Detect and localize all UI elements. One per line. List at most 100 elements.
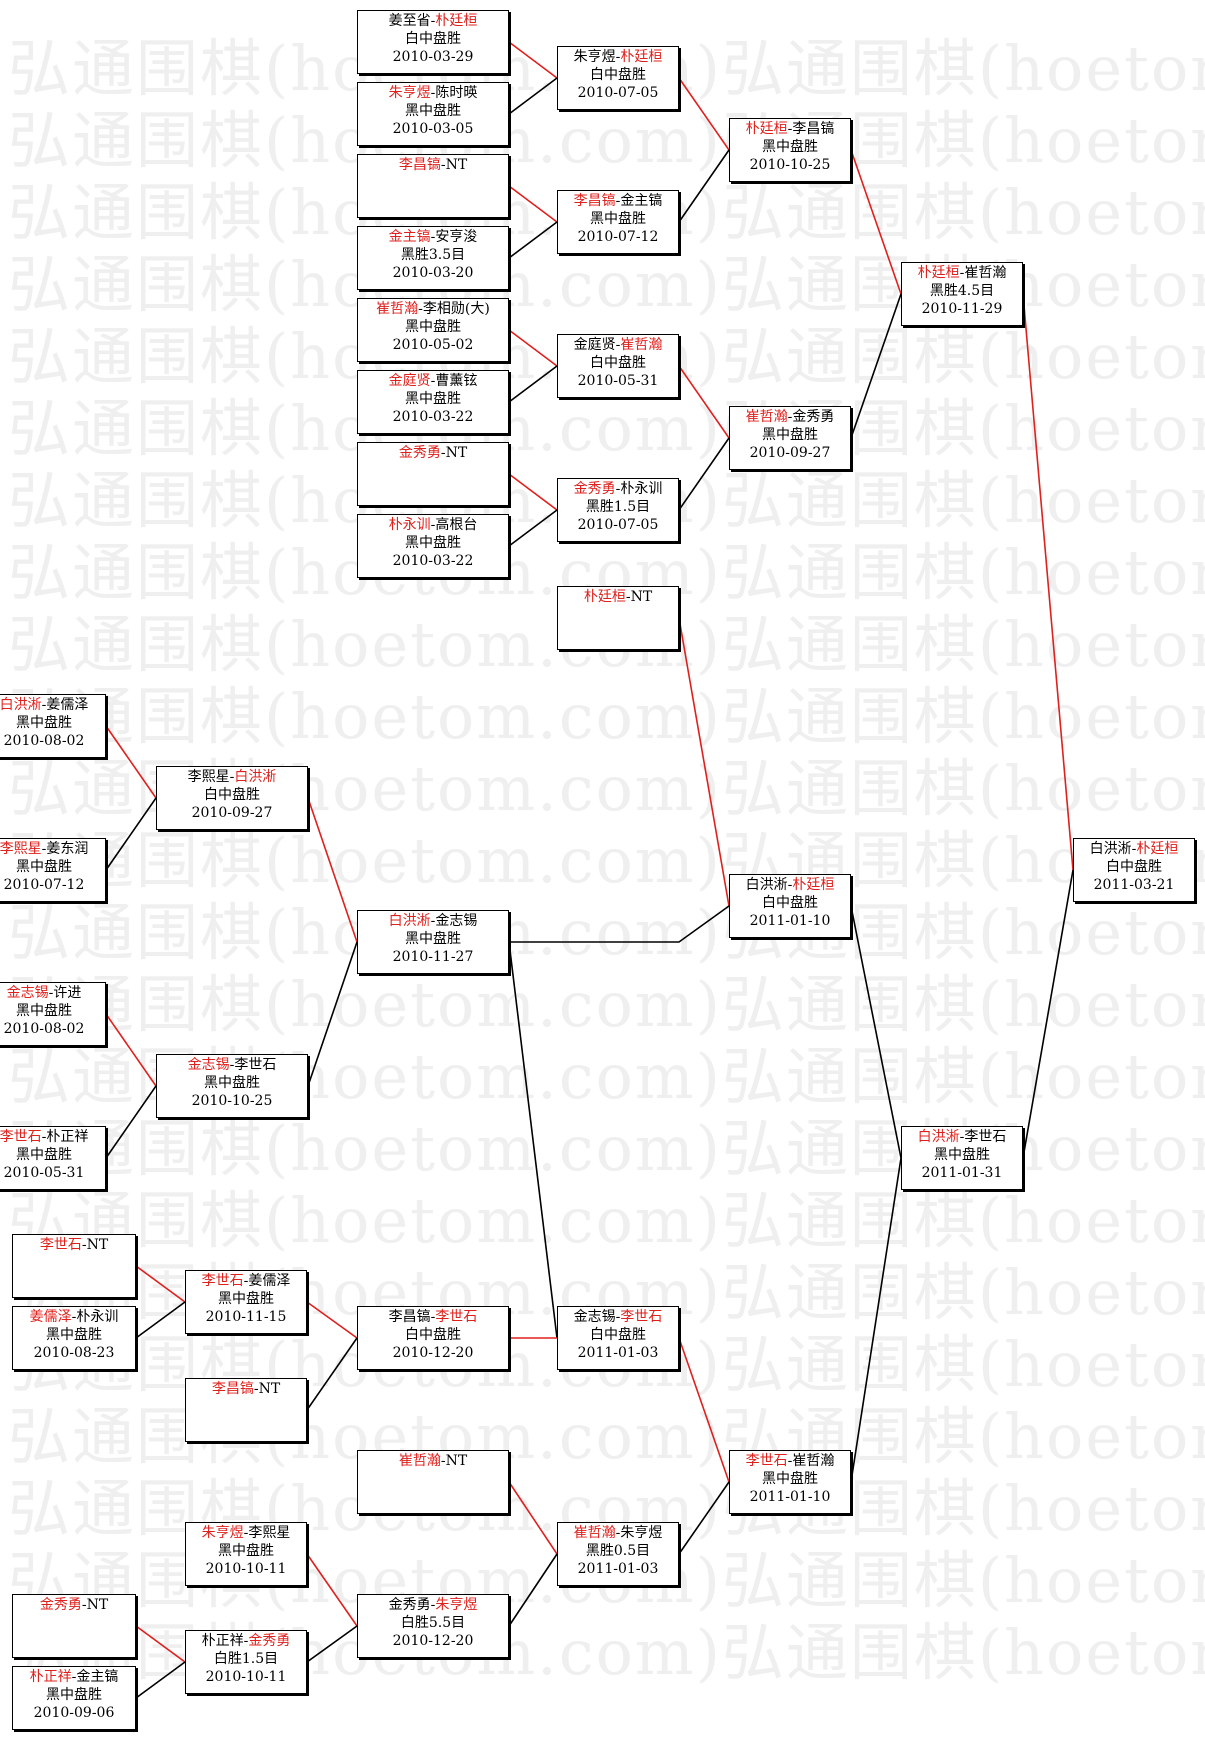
player-white: 朴正祥	[46, 1129, 89, 1145]
bracket-connector	[306, 1625, 358, 1663]
bracket-connector	[135, 1661, 186, 1699]
match-result: 黑胜4.5目	[929, 283, 995, 299]
player-black: 李昌镐	[398, 157, 441, 173]
bracket-connector	[508, 509, 558, 547]
players-separator: -	[71, 1309, 77, 1325]
match-box: 李世石-NT	[12, 1234, 136, 1298]
player-white: 崔哲瀚	[792, 1453, 835, 1469]
player-white: 姜东润	[46, 841, 89, 857]
match-players: 金秀勇-朴永训	[558, 480, 678, 498]
match-date: 2011-01-10	[749, 913, 831, 929]
players-separator: -	[615, 337, 621, 353]
player-white: 朴廷桓	[435, 13, 478, 29]
match-players: 李昌镐-NT	[186, 1380, 306, 1398]
player-black: 朱亨煜	[573, 49, 616, 65]
match-box: 金秀勇-NT	[12, 1594, 136, 1658]
match-players: 朴正祥-金主镐	[13, 1668, 135, 1686]
match-players: 李昌镐-李世石	[358, 1308, 508, 1326]
players-separator: -	[615, 1525, 621, 1541]
player-white: NT	[445, 157, 468, 173]
match-date: 2010-10-11	[205, 1669, 287, 1685]
match-result: 黑中盘胜	[16, 859, 72, 875]
match-date: 2010-03-29	[392, 49, 474, 65]
player-black: 李世石	[39, 1237, 82, 1253]
match-result: 黑中盘胜	[16, 1003, 72, 1019]
match-result: 白中盘胜	[590, 67, 646, 83]
player-white: 朴廷桓	[792, 877, 835, 893]
player-white: 朴廷桓	[1136, 841, 1179, 857]
player-black: 姜至省	[388, 13, 431, 29]
match-date: 2010-05-31	[577, 373, 659, 389]
match-result: 黑中盘胜	[218, 1291, 274, 1307]
match-result: 黑中盘胜	[405, 103, 461, 119]
match-box: 李熙星-白洪淅白中盘胜 2010-09-27	[156, 766, 308, 830]
match-players: 李世石-NT	[13, 1236, 135, 1254]
match-date: 2010-09-27	[191, 805, 273, 821]
match-players: 朴廷桓-NT	[558, 588, 678, 606]
player-black: 崔哲瀚	[398, 1453, 441, 1469]
bracket-connector	[135, 1301, 186, 1339]
match-players: 姜至省-朴廷桓	[358, 12, 508, 30]
match-result: 白中盘胜	[762, 895, 818, 911]
bracket-connector	[850, 149, 902, 295]
bracket-connector	[105, 797, 157, 871]
match-result: 白中盘胜	[405, 1327, 461, 1343]
players-separator: -	[41, 697, 47, 713]
match-result: 黑中盘胜	[46, 1327, 102, 1343]
match-result: 白中盘胜	[204, 787, 260, 803]
player-black: 金秀勇	[398, 445, 441, 461]
player-white: 李世石	[234, 1057, 277, 1073]
match-players: 李世石-崔哲瀚	[730, 1452, 850, 1470]
player-black: 金秀勇	[388, 1597, 431, 1613]
players-separator: -	[440, 157, 446, 173]
player-black: 朴永训	[388, 517, 431, 533]
player-black: 朱亨煜	[201, 1525, 244, 1541]
match-players: 崔哲瀚-NT	[358, 1452, 508, 1470]
players-separator: -	[625, 589, 631, 605]
match-players: 李熙星-白洪淅	[157, 768, 307, 786]
match-date: 2010-08-02	[3, 733, 85, 749]
players-separator: -	[430, 1597, 436, 1613]
match-date: 2010-03-05	[392, 121, 474, 137]
players-separator: -	[615, 1309, 621, 1325]
match-date: 2010-10-25	[191, 1093, 273, 1109]
bracket-connector	[508, 365, 558, 403]
match-players: 白洪淅-姜儒泽	[0, 696, 105, 714]
match-date: 2010-09-27	[749, 445, 831, 461]
match-date: 2011-03-21	[1093, 877, 1175, 893]
bracket-connector	[678, 1481, 730, 1555]
match-date: 2010-07-05	[577, 517, 659, 533]
player-black: 朴廷桓	[745, 121, 788, 137]
bracket-connector	[1022, 293, 1074, 871]
player-white: NT	[258, 1381, 281, 1397]
player-white: 高根台	[435, 517, 478, 533]
match-date: 2010-07-05	[577, 85, 659, 101]
player-black: 金志锡	[573, 1309, 616, 1325]
players-separator: -	[615, 481, 621, 497]
bracket-connector	[135, 1265, 186, 1303]
players-separator: -	[440, 1453, 446, 1469]
match-date: 2010-03-22	[392, 553, 474, 569]
match-players: 李昌镐-金主镐	[558, 192, 678, 210]
bracket-connector	[105, 1085, 157, 1159]
bracket-connector	[508, 329, 558, 367]
player-black: 李世石	[745, 1453, 788, 1469]
bracket-connector	[508, 185, 558, 223]
player-white: NT	[86, 1237, 109, 1253]
player-black: 李熙星	[0, 841, 42, 857]
match-result: 黑中盘胜	[762, 139, 818, 155]
players-separator: -	[48, 985, 54, 1001]
player-white: 李世石	[435, 1309, 478, 1325]
match-result: 黑中盘胜	[934, 1147, 990, 1163]
match-result: 黑胜0.5目	[585, 1543, 651, 1559]
